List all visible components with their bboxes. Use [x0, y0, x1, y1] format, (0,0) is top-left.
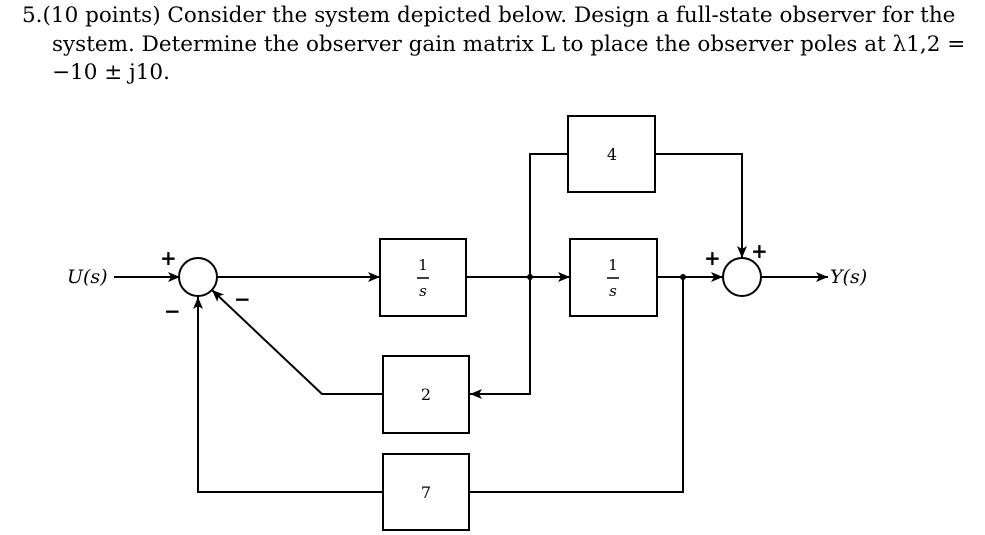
sign-sum2-top: +	[751, 239, 768, 263]
integrator-2-denominator: s	[609, 282, 617, 300]
block-gain-7	[382, 453, 470, 531]
output-label: Y(s)	[830, 266, 867, 288]
summing-junction-2	[722, 257, 762, 297]
wire-gain4-to-sum2	[655, 153, 747, 258]
problem-text-1: 5.(10 points) Consider the system depict…	[22, 2, 955, 31]
integrator-2-numerator: 1	[608, 256, 618, 274]
sign-sum1-input: +	[160, 246, 177, 270]
problem-line-1-text: (10 points) Consider the system depicted…	[42, 3, 956, 28]
problem-line-3: −10 ± j10.	[52, 60, 170, 85]
summing-junction-1	[178, 257, 218, 297]
node-dot-b	[680, 274, 686, 280]
block-integrator-1	[379, 238, 467, 317]
input-label: U(s)	[67, 266, 108, 288]
node-dot-a	[527, 274, 533, 280]
wire-branch-to-gain2	[470, 277, 531, 399]
integrator-1-denominator: s	[419, 282, 427, 300]
wire-gain7-to-sum1	[193, 297, 383, 493]
gain-2-label: 2	[421, 385, 431, 404]
problem-number: 5.	[22, 3, 43, 28]
wire-gain2-to-sum1	[211, 289, 383, 395]
sign-sum1-feedback-outer: −	[164, 299, 181, 323]
wire-branch-to-gain4	[529, 153, 568, 277]
block-integrator-2	[569, 238, 658, 317]
wire-branch-to-gain7	[469, 277, 684, 493]
gain-4-label: 4	[607, 145, 617, 164]
problem-line-2: system. Determine the observer gain matr…	[52, 31, 966, 57]
sign-sum1-feedback-inner: −	[234, 287, 251, 311]
block-gain-4	[567, 115, 656, 193]
problem-statement: 5.(10 points) Consider the system depict…	[22, 2, 966, 88]
block-gain-2	[382, 355, 470, 434]
gain-7-label: 7	[421, 483, 431, 502]
integrator-1-numerator: 1	[418, 256, 428, 274]
sign-sum2-left: +	[704, 246, 721, 270]
problem-line-1: 5.(10 points) Consider the system depict…	[22, 2, 962, 31]
